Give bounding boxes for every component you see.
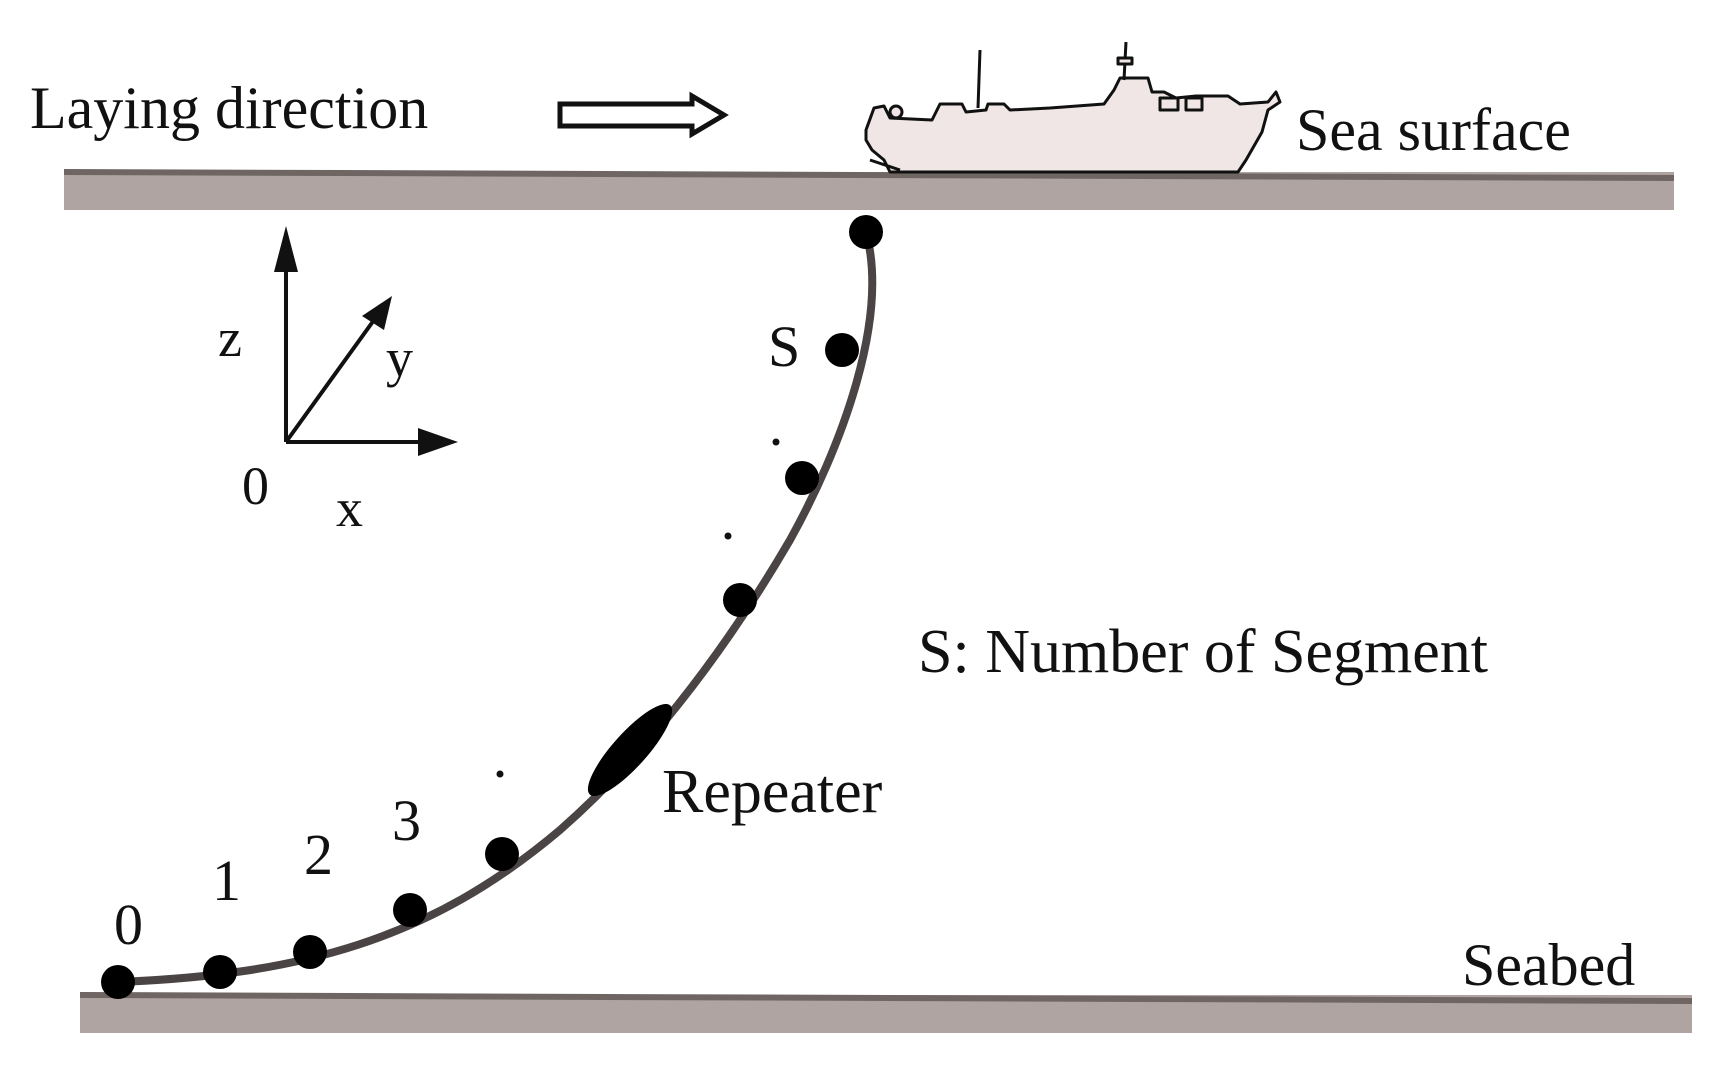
segment-legend-label: S: Number of Segment (918, 618, 1488, 686)
axis-z-label: z (218, 308, 242, 368)
coordinate-axes (274, 226, 458, 456)
axis-x-label: x (336, 478, 363, 538)
node-label-0: 0 (114, 892, 143, 957)
y-axis-arrowhead-icon (362, 296, 392, 330)
repeater-icon (587, 703, 673, 797)
node-label-3: 3 (392, 788, 421, 853)
seabed-label: Seabed (1462, 932, 1635, 998)
repeater-label: Repeater (662, 758, 883, 826)
segment-nodes (101, 215, 883, 999)
segment-node-6 (785, 461, 819, 495)
segment-node-4 (485, 837, 519, 871)
segment-node-2 (293, 935, 327, 969)
segment-node-3 (393, 893, 427, 927)
segment-node-7 (825, 333, 859, 367)
ship-icon (864, 41, 1282, 174)
sea-surface-band (63, 169, 1675, 210)
ellipsis-dots (496, 438, 780, 778)
node-label-s: S (768, 314, 800, 379)
z-axis-arrowhead-icon (274, 226, 298, 272)
x-axis-arrowhead-icon (418, 428, 458, 456)
segment-node-1 (203, 955, 237, 989)
sea-surface-label: Sea surface (1296, 97, 1571, 163)
node-label-2: 2 (304, 822, 333, 887)
axis-origin-label: 0 (242, 456, 269, 516)
segment-node-s (849, 215, 883, 249)
segment-node-0 (101, 965, 135, 999)
direction-arrow-icon (557, 91, 729, 139)
segment-node-5 (723, 583, 757, 617)
axis-y-label: y (386, 328, 413, 388)
seabed-band (79, 992, 1693, 1033)
laying-direction-label: Laying direction (30, 75, 428, 141)
node-label-1: 1 (212, 848, 241, 913)
